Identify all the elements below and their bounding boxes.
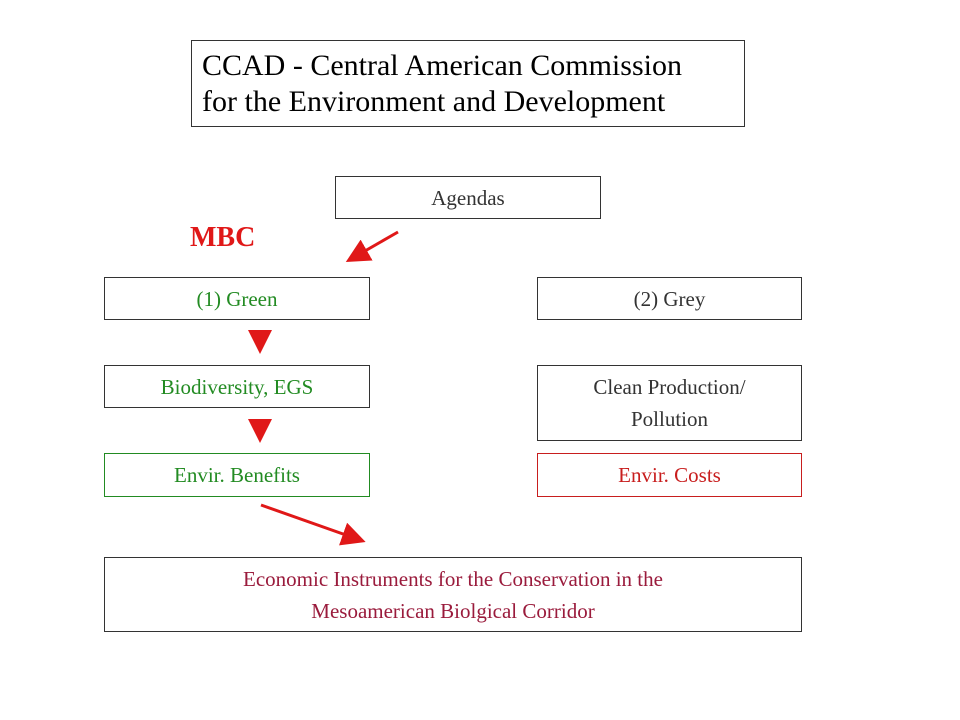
title-box: CCAD - Central American Commission for t… — [191, 40, 745, 127]
economic-instruments-label: Economic Instruments for the Conservatio… — [243, 563, 663, 627]
title-line-1: CCAD - Central American Commission — [202, 48, 682, 82]
envir-benefits-label: Envir. Benefits — [174, 463, 300, 487]
envir-costs-box: Envir. Costs — [537, 453, 802, 497]
envir-benefits-box: Envir. Benefits — [104, 453, 370, 497]
title-line-2: for the Environment and Development — [202, 84, 666, 118]
agendas-label: Agendas — [431, 185, 505, 210]
green-agenda-label: (1) Green — [196, 286, 278, 311]
economic-instruments-line-2: Mesoamerican Biolgical Corridor — [311, 598, 595, 623]
clean-production-label: Clean Production/ Pollution — [593, 371, 745, 435]
arrow-agendas-to-green — [345, 230, 399, 262]
economic-instruments-box: Economic Instruments for the Conservatio… — [104, 557, 802, 632]
agendas-box: Agendas — [335, 176, 601, 219]
arrow-benefits-to-instruments — [260, 503, 366, 546]
grey-agenda-box: (2) Grey — [537, 277, 802, 320]
mbc-label: MBC — [190, 222, 256, 253]
diagram-title: CCAD - Central American Commission for t… — [202, 48, 682, 120]
clean-production-box: Clean Production/ Pollution — [537, 365, 802, 441]
biodiversity-label: Biodiversity, EGS — [160, 374, 314, 399]
biodiversity-box: Biodiversity, EGS — [104, 365, 370, 408]
clean-production-line-1: Clean Production/ — [593, 375, 746, 399]
envir-costs-label: Envir. Costs — [618, 463, 721, 487]
economic-instruments-line-1: Economic Instruments for the Conservatio… — [243, 566, 663, 591]
clean-production-line-2: Pollution — [630, 407, 708, 431]
green-agenda-box: (1) Green — [104, 277, 370, 320]
grey-agenda-label: (2) Grey — [633, 286, 706, 311]
